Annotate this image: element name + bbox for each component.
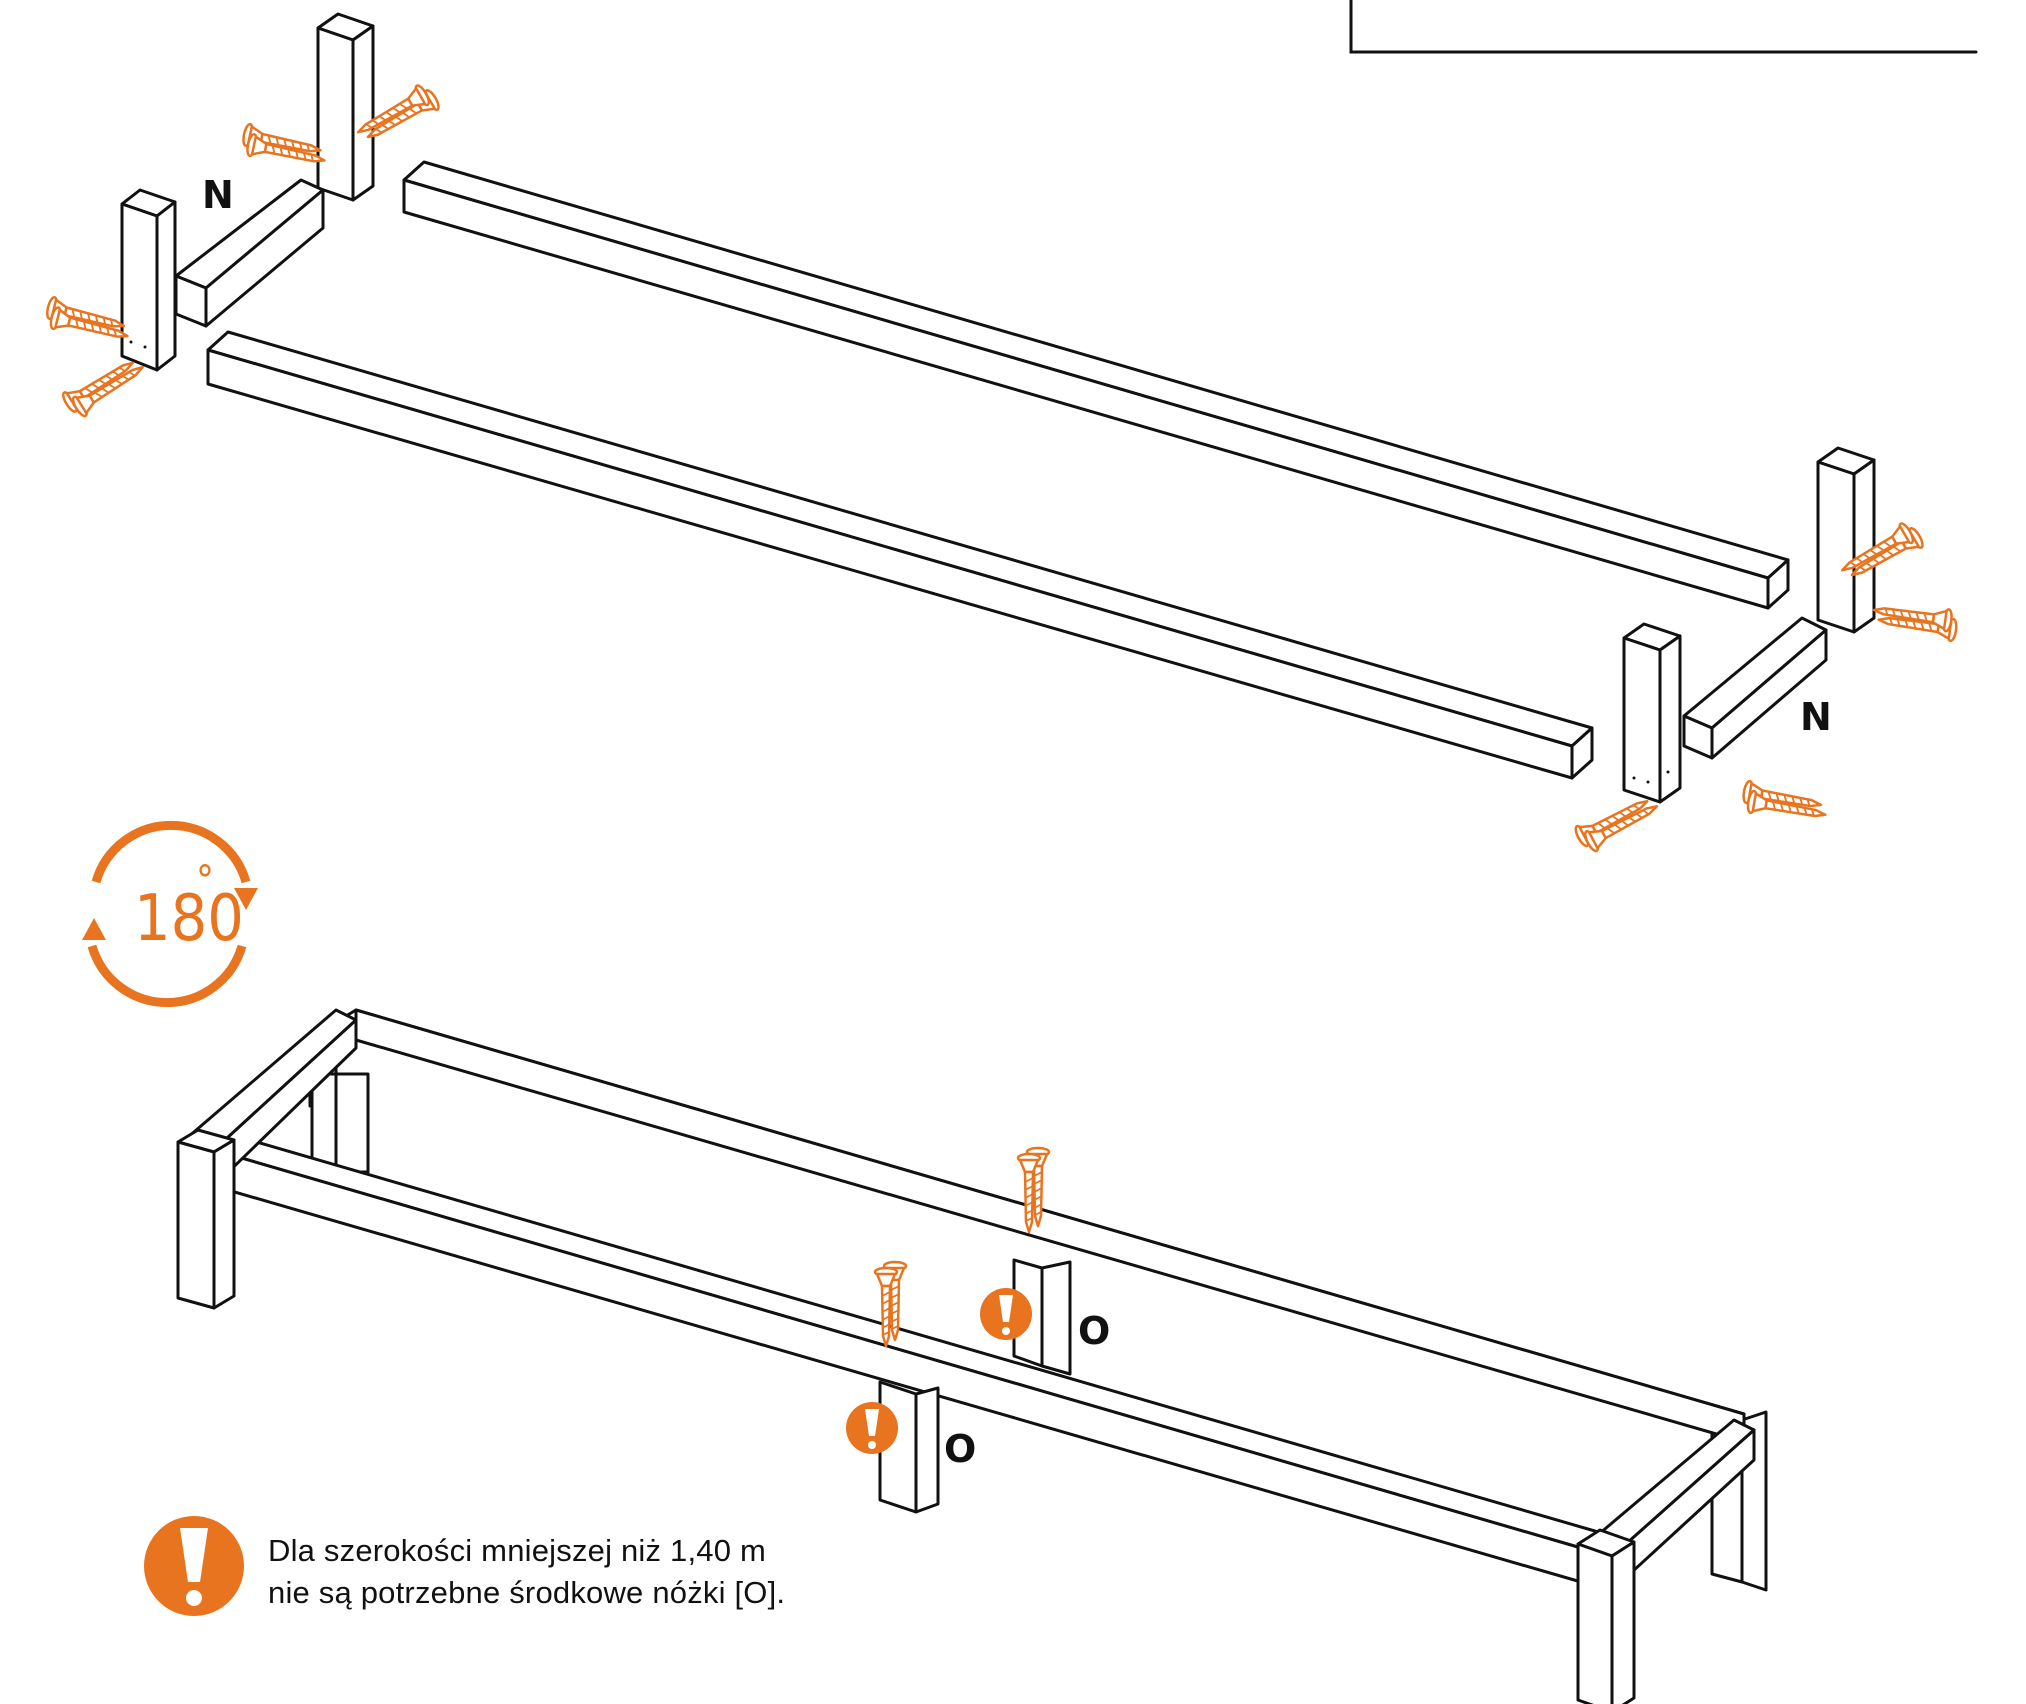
short-rail-n-left bbox=[174, 178, 325, 328]
long-rail-front bbox=[206, 330, 1594, 780]
post-front-left bbox=[120, 188, 177, 372]
warning-icon bbox=[144, 1516, 244, 1616]
long-rail-back bbox=[402, 160, 1790, 610]
part-label-o-back: O bbox=[1078, 1309, 1110, 1353]
svg-text:°: ° bbox=[196, 858, 214, 904]
post-back-right bbox=[1816, 446, 1876, 634]
note-line-1: Dla szerokości mniejszej niż 1,40 m bbox=[268, 1533, 767, 1568]
screw-icon bbox=[43, 296, 132, 346]
part-label-o-front: O bbox=[944, 1427, 976, 1471]
note-text: Dla szerokości mniejszej niż 1,40 m nie … bbox=[268, 1530, 828, 1614]
screw-icon bbox=[240, 123, 329, 171]
warning-icon bbox=[846, 1402, 898, 1454]
post-front-right bbox=[1622, 622, 1682, 804]
svg-text:180: 180 bbox=[134, 882, 244, 956]
assembled-post-front-right bbox=[1576, 1528, 1636, 1704]
screw-icon bbox=[1871, 599, 1958, 641]
screw-icon bbox=[1741, 780, 1829, 825]
warning-icon bbox=[980, 1288, 1032, 1340]
rotate-180-icon: 180 ° bbox=[82, 820, 258, 1008]
note-line-2: nie są potrzebne środkowe nóżki [O]. bbox=[268, 1575, 786, 1610]
assembled-rail-front bbox=[212, 1134, 1614, 1586]
short-rail-n-right bbox=[1682, 616, 1828, 760]
post-back-left bbox=[316, 12, 375, 202]
frame-corner bbox=[1349, 0, 1978, 54]
part-label-n-left: N bbox=[202, 173, 234, 217]
part-label-n-right: N bbox=[1800, 695, 1832, 739]
assembled-post-front-left bbox=[176, 1128, 236, 1310]
